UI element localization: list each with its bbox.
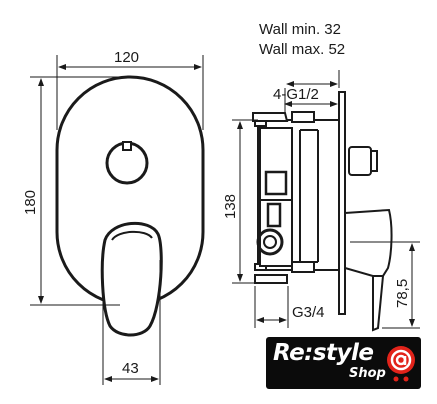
thread-top-label: 4-G1/2 bbox=[273, 86, 319, 103]
dim-width: 120 bbox=[114, 49, 139, 66]
diverter-knob-side bbox=[348, 146, 372, 176]
dim-lever: 43 bbox=[122, 360, 139, 377]
wall-max-label: Wall max. 52 bbox=[259, 41, 345, 58]
logo-sub-text: Shop bbox=[349, 366, 386, 381]
logo-main-text: Re:style bbox=[273, 340, 374, 366]
front-dimensions bbox=[30, 55, 204, 385]
restyle-shop-logo: Re:style Shop bbox=[266, 337, 421, 389]
dim-body: 138 bbox=[222, 194, 239, 219]
lever-side bbox=[344, 208, 393, 332]
diverter-knob-stem bbox=[122, 141, 132, 151]
dim-offset: 78,5 bbox=[394, 279, 411, 308]
side-dimensions bbox=[232, 70, 420, 329]
wall-min-label: Wall min. 32 bbox=[259, 21, 341, 38]
dim-height: 180 bbox=[22, 190, 39, 215]
front-view bbox=[55, 75, 205, 337]
mixer-body bbox=[252, 111, 340, 284]
mixer-lever bbox=[100, 221, 163, 337]
at-sign-cart-icon bbox=[387, 346, 415, 382]
thread-bottom-label: G3/4 bbox=[292, 304, 325, 321]
side-view bbox=[252, 91, 393, 332]
